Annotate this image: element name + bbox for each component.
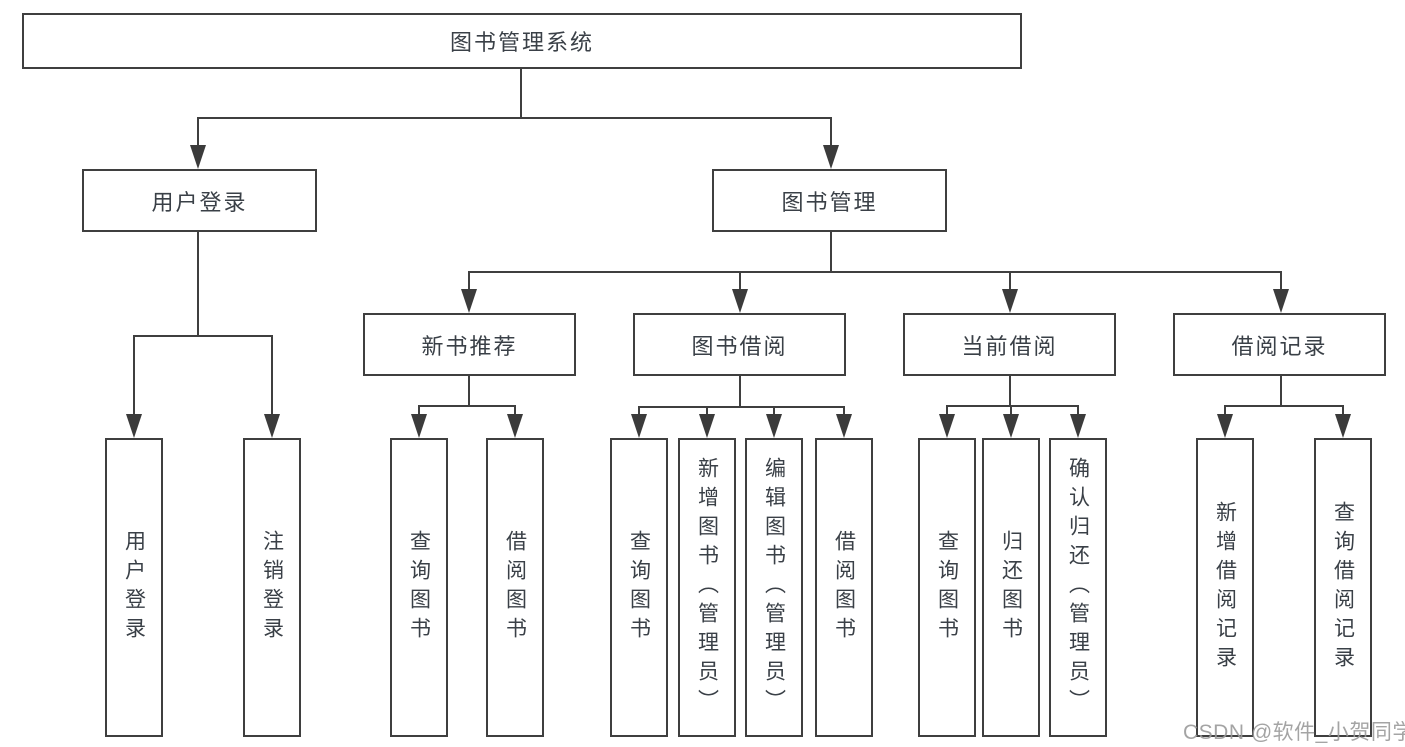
arrow-down-icon [631, 414, 647, 438]
connector-line [1077, 405, 1079, 417]
node-label: 查询图书 [935, 529, 959, 646]
connector-line [520, 69, 522, 118]
connector-line [773, 406, 775, 417]
leaf-add-book-admin: 新增图书（管理员） [678, 438, 736, 737]
node-label: 借阅记录 [1231, 333, 1328, 359]
connector-line [468, 271, 470, 291]
connector-line [638, 406, 845, 408]
connector-line [1342, 405, 1344, 417]
node-user-login: 用户登录 [82, 169, 317, 232]
connector-line [198, 117, 832, 119]
connector-line [946, 405, 1079, 407]
connector-line [271, 335, 273, 415]
connector-line [1280, 376, 1282, 406]
connector-line [638, 406, 640, 417]
leaf-query-books-3: 查询图书 [918, 438, 976, 737]
arrow-down-icon [1273, 289, 1289, 313]
node-book-management: 图书管理 [712, 169, 947, 232]
connector-line [1280, 271, 1282, 291]
connector-line [1224, 405, 1344, 407]
arrow-down-icon [766, 414, 782, 438]
node-root: 图书管理系统 [22, 13, 1022, 69]
node-label: 编辑图书（管理员） [762, 457, 786, 718]
watermark: CSDN @软件_小贺同学 [1183, 721, 1405, 744]
connector-line [469, 271, 1282, 273]
leaf-logout: 注销登录 [243, 438, 301, 737]
arrow-down-icon [732, 289, 748, 313]
node-book-borrow: 图书借阅 [633, 313, 846, 376]
connector-line [1009, 271, 1011, 291]
connector-line [197, 117, 199, 147]
leaf-return-book: 归还图书 [982, 438, 1040, 737]
arrow-down-icon [126, 414, 142, 438]
arrow-down-icon [411, 414, 427, 438]
node-label: 借阅图书 [503, 529, 527, 646]
connector-line [418, 405, 420, 417]
connector-line [133, 335, 135, 415]
node-label: 用户登录 [122, 529, 146, 646]
arrow-down-icon [264, 414, 280, 438]
arrow-down-icon [823, 145, 839, 169]
connector-line [197, 232, 199, 336]
arrow-down-icon [1002, 289, 1018, 313]
arrow-down-icon [507, 414, 523, 438]
connector-line [133, 335, 273, 337]
connector-line [418, 405, 516, 407]
arrow-down-icon [1217, 414, 1233, 438]
leaf-confirm-return-admin: 确认归还（管理员） [1049, 438, 1107, 737]
leaf-add-borrow-record: 新增借阅记录 [1196, 438, 1254, 737]
arrow-down-icon [939, 414, 955, 438]
arrow-down-icon [1003, 414, 1019, 438]
connector-line [830, 117, 832, 147]
connector-line [946, 405, 948, 417]
leaf-user-login: 用户登录 [105, 438, 163, 737]
leaf-query-borrow-record: 查询借阅记录 [1314, 438, 1372, 737]
connector-line [739, 271, 741, 291]
node-label: 注销登录 [260, 529, 284, 646]
arrow-down-icon [836, 414, 852, 438]
leaf-borrow-books-2: 借阅图书 [815, 438, 873, 737]
node-label: 当前借阅 [961, 333, 1058, 359]
node-label: 确认归还（管理员） [1066, 457, 1090, 718]
arrow-down-icon [190, 145, 206, 169]
connector-line [514, 405, 516, 417]
connector-line [1010, 405, 1012, 417]
connector-line [1009, 376, 1011, 406]
node-label: 用户登录 [151, 189, 248, 215]
connector-line [739, 376, 741, 407]
node-label: 图书管理 [781, 189, 878, 215]
node-current-borrow: 当前借阅 [903, 313, 1116, 376]
node-label: 归还图书 [999, 529, 1023, 646]
node-borrow-records: 借阅记录 [1173, 313, 1386, 376]
node-label: 查询图书 [407, 529, 431, 646]
leaf-edit-book-admin: 编辑图书（管理员） [745, 438, 803, 737]
node-label: 查询借阅记录 [1331, 500, 1355, 675]
arrow-down-icon [1070, 414, 1086, 438]
leaf-query-books-2: 查询图书 [610, 438, 668, 737]
connector-line [830, 232, 832, 272]
connector-line [843, 406, 845, 417]
node-new-book-recommend: 新书推荐 [363, 313, 576, 376]
node-label: 查询图书 [627, 529, 651, 646]
arrow-down-icon [1335, 414, 1351, 438]
leaf-borrow-books-1: 借阅图书 [486, 438, 544, 737]
connector-line [1224, 405, 1226, 417]
leaf-query-books-1: 查询图书 [390, 438, 448, 737]
arrow-down-icon [461, 289, 477, 313]
arrow-down-icon [699, 414, 715, 438]
connector-line [468, 376, 470, 407]
node-label: 新增图书（管理员） [695, 457, 719, 718]
node-label: 新书推荐 [421, 333, 518, 359]
connector-line [706, 406, 708, 417]
node-label: 新增借阅记录 [1213, 500, 1237, 675]
node-label: 图书管理系统 [449, 30, 594, 55]
node-label: 图书借阅 [691, 333, 788, 359]
node-label: 借阅图书 [832, 529, 856, 646]
